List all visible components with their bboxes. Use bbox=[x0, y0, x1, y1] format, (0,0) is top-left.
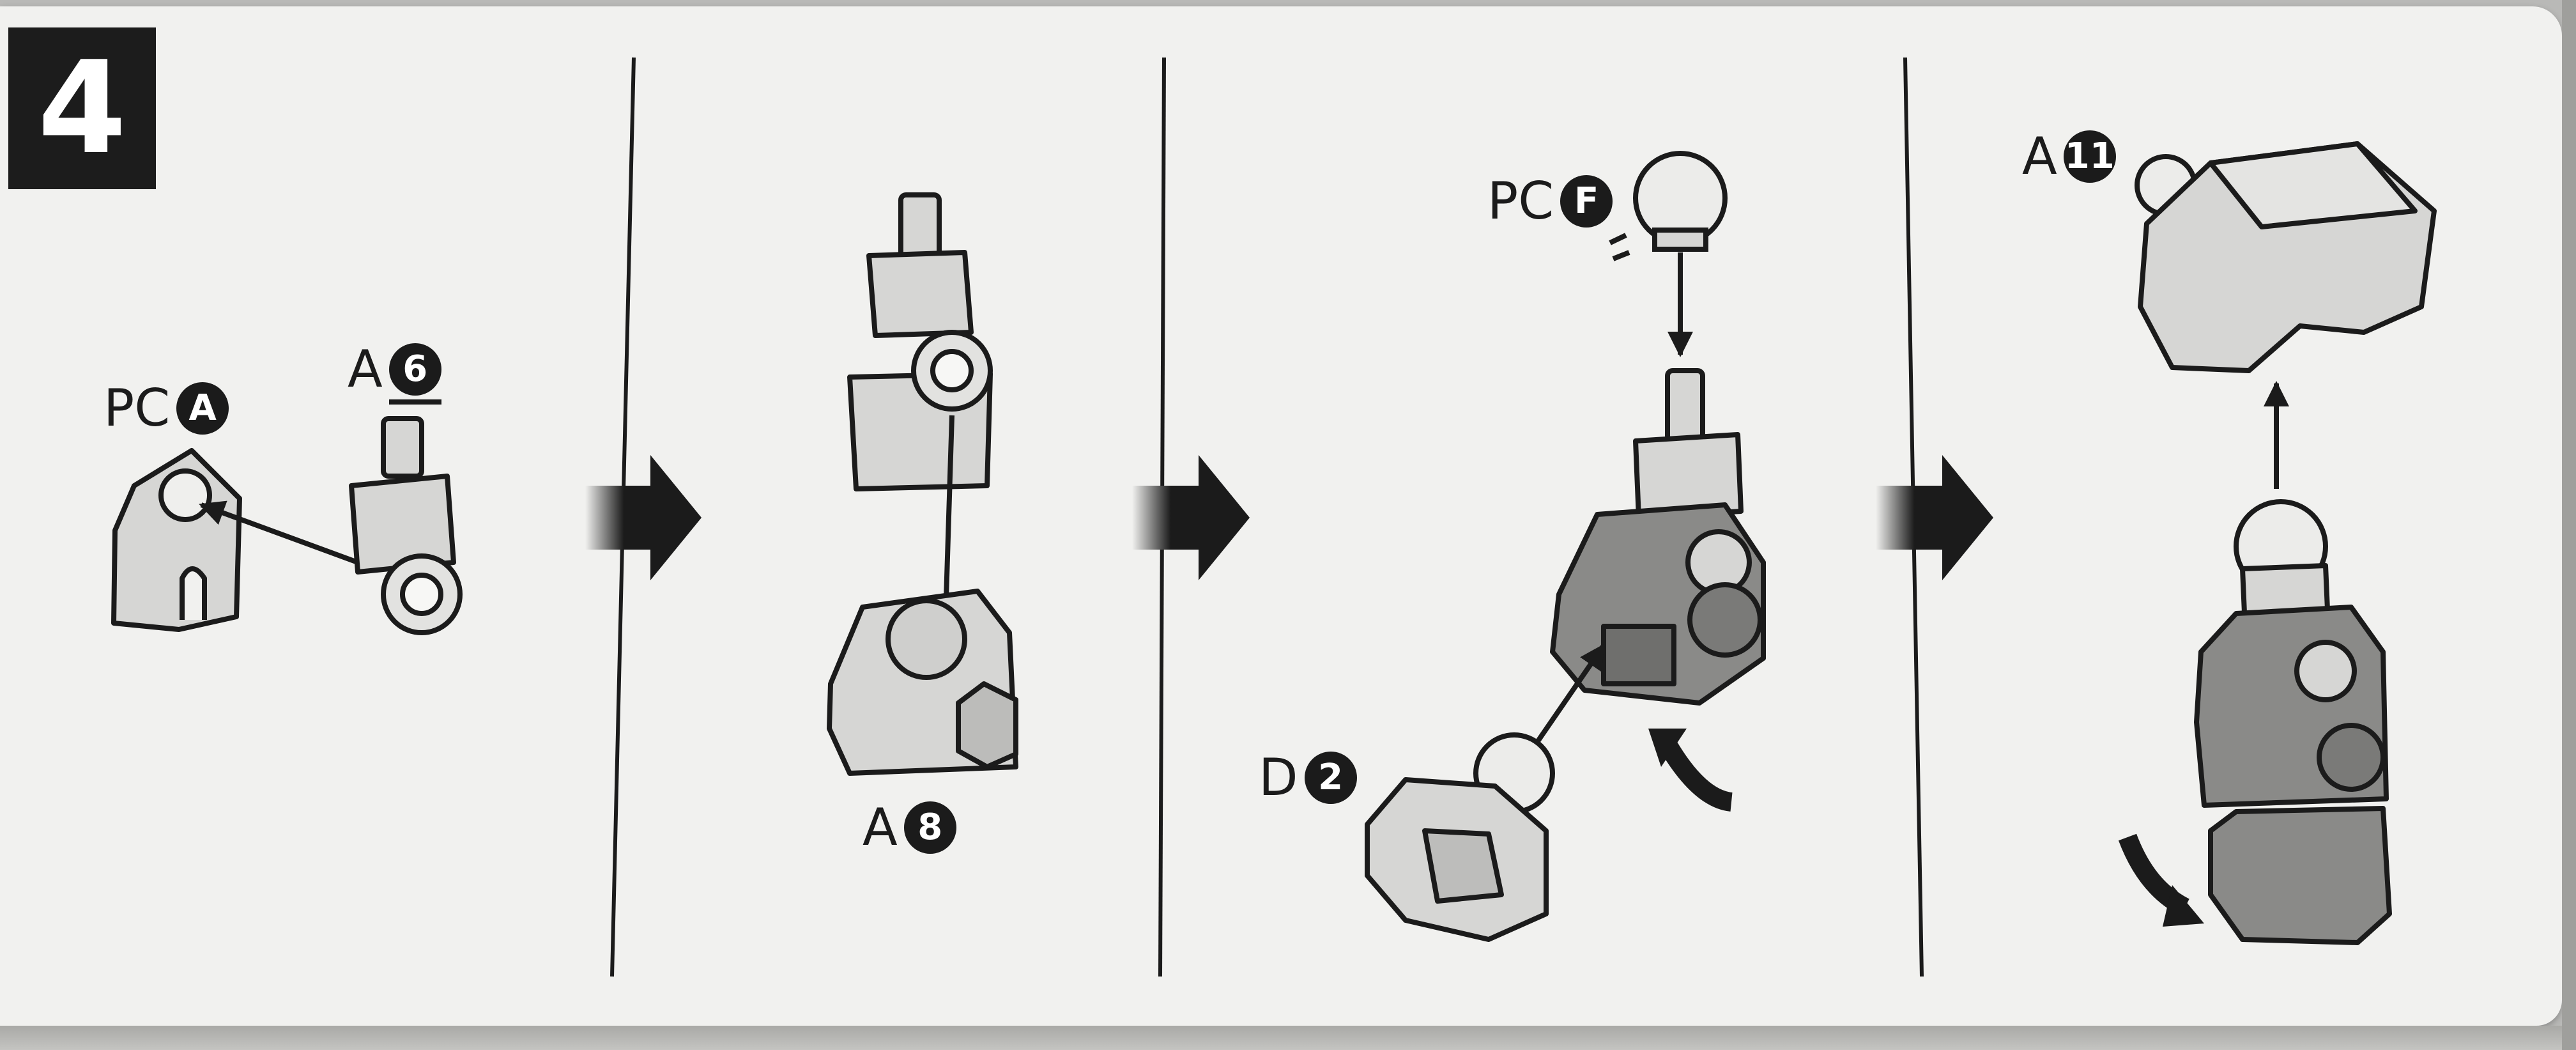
label-pc-f-prefix: PC bbox=[1487, 171, 1554, 231]
part-leg-assembly bbox=[2194, 499, 2392, 945]
label-pc-a-prefix: PC bbox=[103, 378, 171, 438]
label-d2-prefix: D bbox=[1259, 748, 1298, 807]
label-a8: A 8 bbox=[862, 798, 956, 857]
step-arrow-3 bbox=[1876, 455, 1993, 580]
part-pc-f-ball bbox=[1633, 151, 1728, 252]
label-pc-a: PC A bbox=[103, 378, 229, 438]
step-arrow-1 bbox=[585, 455, 702, 580]
label-a6-mark: 6 bbox=[388, 343, 441, 396]
label-a8-prefix: A bbox=[862, 798, 898, 857]
step-number-badge: 4 bbox=[8, 27, 156, 189]
part-a11-ankle-cover bbox=[2135, 141, 2437, 373]
label-a6-prefix: A bbox=[348, 339, 383, 399]
label-a6: A 6 bbox=[348, 334, 441, 405]
part-d2-foot bbox=[1365, 732, 1555, 942]
insert-arrow-a6 bbox=[199, 500, 359, 565]
rotate-arrow-1-head bbox=[1648, 729, 1687, 767]
rotate-arrow-1 bbox=[1659, 739, 1733, 812]
table-surface bbox=[0, 1026, 2576, 1050]
part-knee-assembly bbox=[1550, 368, 1766, 706]
sheet-edge-shadow bbox=[2562, 0, 2576, 1050]
seat-marks bbox=[1609, 233, 1630, 261]
part-thigh-joint bbox=[847, 192, 993, 491]
label-d2-mark: 2 bbox=[1304, 751, 1357, 804]
insert-arrow-d2 bbox=[1531, 643, 1606, 750]
part-a8-knee bbox=[827, 589, 1018, 776]
label-pc-f: PC F bbox=[1487, 171, 1613, 231]
step-arrow-2 bbox=[1132, 455, 1250, 580]
part-pc-a-joint bbox=[111, 448, 242, 632]
label-pc-f-mark: F bbox=[1560, 174, 1613, 228]
label-pc-a-mark: A bbox=[176, 382, 229, 435]
part-a6-joint bbox=[349, 416, 463, 635]
label-a11: A 11 bbox=[2022, 127, 2116, 186]
label-d2: D 2 bbox=[1259, 748, 1357, 807]
rotate-arrow-2-head bbox=[2163, 885, 2204, 927]
label-a11-prefix: A bbox=[2022, 127, 2057, 186]
label-a8-mark: 8 bbox=[903, 801, 956, 854]
label-a11-mark: 11 bbox=[2063, 130, 2116, 183]
